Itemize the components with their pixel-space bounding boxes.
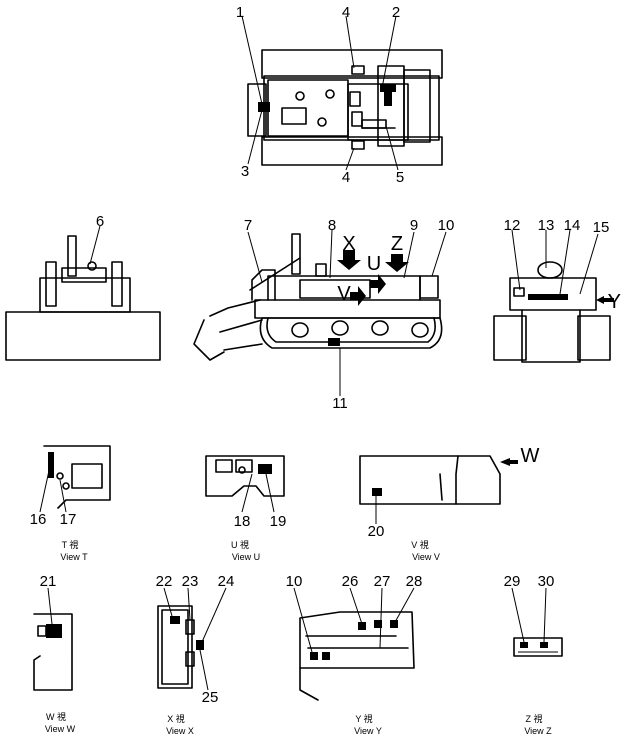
part-number: 10 xyxy=(438,217,455,234)
view-letter: W xyxy=(521,445,540,467)
caption-label: T 視 xyxy=(62,539,79,550)
part-number: 1 xyxy=(236,4,244,21)
caption-label: Z 視 xyxy=(526,713,543,724)
part-number: 25 xyxy=(202,689,219,706)
part-number: 29 xyxy=(504,573,521,590)
part-number: 23 xyxy=(182,573,199,590)
part-number: 11 xyxy=(332,395,348,412)
view-letter: U xyxy=(367,253,381,275)
part-number: 10 xyxy=(286,573,303,590)
view-z-drawing xyxy=(513,637,563,657)
view-letter: V xyxy=(337,283,351,305)
part-number: 2 xyxy=(392,4,400,21)
part-number: 24 xyxy=(218,573,235,590)
leader-lines xyxy=(39,15,599,691)
caption-sub: View W xyxy=(45,724,76,734)
part-number: 19 xyxy=(270,513,287,530)
front-view-drawing xyxy=(5,235,161,361)
side-view-drawing xyxy=(193,233,443,361)
caption-label: X 視 xyxy=(167,713,185,724)
part-number: 16 xyxy=(30,511,47,528)
view-letter: X xyxy=(342,233,355,255)
rear-view-drawing xyxy=(493,261,614,363)
part-number: 20 xyxy=(368,523,385,540)
part-number-labels: 1 2 3 4 4 5 6 7 8 9 10 11 12 13 14 15 16… xyxy=(30,4,610,706)
part-number: 27 xyxy=(374,573,391,590)
caption-sub: View Y xyxy=(354,726,382,736)
caption-label: V 視 xyxy=(411,539,429,550)
view-y-drawing xyxy=(299,611,415,701)
part-number: 15 xyxy=(593,219,610,236)
view-letter: Y xyxy=(608,291,621,313)
part-number: 22 xyxy=(156,573,173,590)
part-number: 7 xyxy=(244,217,252,234)
caption-sub: View Z xyxy=(524,726,552,736)
part-number: 6 xyxy=(96,213,104,230)
view-letters: X U Z V Y W xyxy=(337,233,621,467)
caption-label: W 視 xyxy=(46,711,66,722)
view-u-drawing xyxy=(205,455,285,497)
view-w-drawing xyxy=(33,613,73,691)
part-number: 9 xyxy=(410,217,418,234)
part-number: 5 xyxy=(396,169,404,186)
view-v-drawing xyxy=(359,455,518,505)
caption-sub: View T xyxy=(60,552,88,562)
view-captions: T 視 View T U 視 View U V 視 View V W 視 Vie… xyxy=(45,539,552,736)
part-number: 13 xyxy=(538,217,555,234)
part-number: 28 xyxy=(406,573,423,590)
part-number: 4 xyxy=(342,169,350,186)
part-number: 3 xyxy=(241,163,249,180)
caption-label: U 視 xyxy=(231,539,249,550)
part-number: 12 xyxy=(504,217,521,234)
part-number: 30 xyxy=(538,573,555,590)
caption-sub: View U xyxy=(232,552,260,562)
part-number: 14 xyxy=(564,217,581,234)
view-letter: Z xyxy=(391,233,403,255)
part-number: 8 xyxy=(328,217,336,234)
view-t-drawing xyxy=(43,445,111,509)
caption-sub: View X xyxy=(166,726,194,736)
caption-label: Y 視 xyxy=(355,713,372,724)
part-number: 4 xyxy=(342,4,350,21)
caption-sub: View V xyxy=(412,552,440,562)
part-number: 21 xyxy=(40,573,57,590)
view-x-drawing xyxy=(157,605,204,689)
part-number: 26 xyxy=(342,573,359,590)
top-view-drawing xyxy=(247,49,443,166)
part-number: 18 xyxy=(234,513,251,530)
part-number: 17 xyxy=(60,511,77,528)
